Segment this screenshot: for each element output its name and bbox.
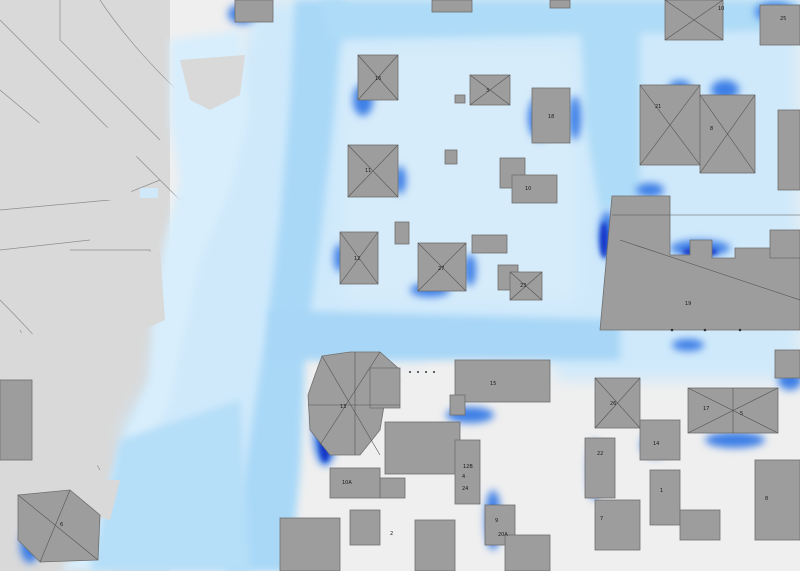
building-label: 10 (525, 186, 531, 192)
building-label: 13 (340, 404, 346, 410)
building-label: 17 (703, 406, 709, 412)
building-label: 12B (463, 464, 473, 470)
building-label: 19 (685, 301, 691, 307)
building-label: 18 (548, 114, 554, 120)
building-label: 2 (390, 531, 393, 537)
building-label: 10A (342, 480, 352, 486)
roof-lines (17, 0, 800, 563)
building-label: 20A (498, 532, 508, 538)
building-label: 24 (462, 486, 468, 492)
building-label: 25 (780, 16, 786, 22)
building-label: 26 (610, 401, 616, 407)
building-label: 27 (438, 266, 444, 272)
building-label: 14 (653, 441, 659, 447)
light-blue-puddle (140, 188, 158, 198)
dry-land-patches (0, 55, 245, 520)
building-label: 4 (462, 474, 465, 480)
building-label: 11 (365, 168, 371, 174)
building-label: 12 (354, 256, 360, 262)
building-label: 5 (740, 411, 743, 417)
building-label: 21 (655, 104, 661, 110)
building-label: 23 (520, 283, 526, 289)
building-label: 8 (710, 126, 713, 132)
building-label: 9 (495, 518, 498, 524)
building-labels: 16 3 18 11 10 12 27 23 21 8 19 13 15 26 … (60, 6, 786, 538)
building-label: 6 (60, 522, 63, 528)
building-label: 3 (486, 88, 489, 94)
building-label: 8 (765, 496, 768, 502)
building-label: 16 (375, 76, 381, 82)
building-label: 7 (600, 516, 603, 522)
building-label: 10 (718, 6, 724, 12)
building-label: 1 (660, 488, 663, 494)
building-label: 15 (490, 381, 496, 387)
street-markers (409, 328, 742, 373)
building-label: 22 (597, 451, 603, 457)
